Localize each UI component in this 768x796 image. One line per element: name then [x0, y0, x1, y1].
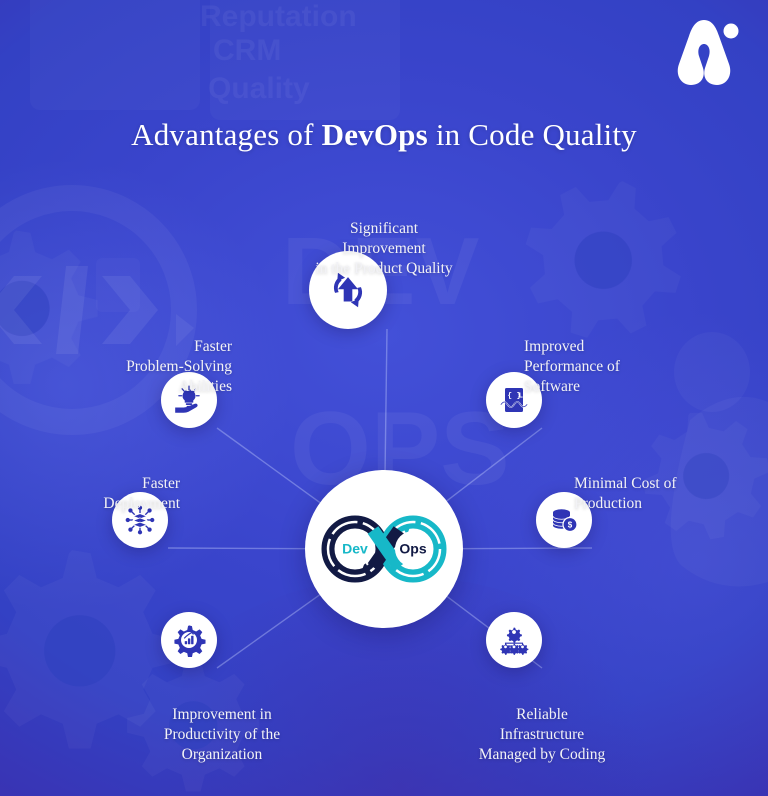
svg-text:L: L: [519, 393, 524, 401]
label-line: Improvement: [342, 239, 426, 257]
label-line: Reliable: [516, 706, 568, 723]
devops-infinity-icon: Dev Ops: [321, 515, 447, 583]
label-line: Significant: [349, 220, 419, 237]
ops-label: Ops: [399, 541, 426, 557]
title-strong: DevOps: [321, 117, 428, 152]
label-line: Problem-Solving: [126, 357, 232, 375]
node-deployment-circle: [112, 492, 168, 548]
label-line: in the Product Quality: [315, 259, 453, 277]
node-deployment[interactable]: [112, 492, 168, 548]
devops-center-hub: Dev Ops: [305, 470, 463, 628]
node-cost[interactable]: $: [536, 492, 592, 548]
node-productivity-circle: [161, 612, 217, 668]
page-title: Advantages of DevOps in Code Quality: [0, 116, 768, 153]
gear-bar-chart-icon: [174, 625, 206, 657]
label-line: Productivity of the: [163, 725, 281, 743]
svg-text:$: $: [568, 521, 573, 530]
node-problem-solving-circle: [161, 372, 217, 428]
label-line: Minimal Cost of: [574, 475, 677, 492]
node-infrastructure[interactable]: [486, 612, 542, 668]
label-line: Deployment: [103, 494, 180, 512]
label-line: Performance of: [524, 357, 620, 375]
label-line: Production: [574, 494, 643, 512]
label-line: Infrastructure: [499, 725, 585, 743]
label-line: Software: [524, 377, 580, 395]
network-stack-nodes-icon: [125, 505, 155, 535]
refresh-up-arrow-icon: [333, 272, 363, 308]
coins-dollar-icon: $: [552, 509, 578, 533]
node-infrastructure-circle: [486, 612, 542, 668]
dev-label: Dev: [342, 541, 368, 557]
node-cost-label: Minimal Cost of Production: [574, 474, 764, 514]
node-performance-circle: { } L: [486, 372, 542, 428]
svg-text:{ }: { }: [508, 393, 522, 401]
node-productivity[interactable]: [161, 612, 217, 668]
label-line: Faster: [142, 475, 180, 492]
code-document-waveform-icon: { } L: [500, 388, 528, 412]
node-quality[interactable]: [309, 251, 387, 329]
hand-lightbulb-icon: [175, 385, 200, 413]
connected-gears-icon: [500, 627, 529, 655]
title-prefix: Advantages of: [131, 117, 322, 152]
label-line: Faster: [194, 338, 232, 355]
node-problem-solving[interactable]: [161, 372, 217, 428]
brand-logo-icon: [677, 20, 739, 85]
node-performance[interactable]: { } L: [486, 372, 542, 428]
label-line: Managed by Coding: [478, 745, 606, 763]
label-line: Abilities: [178, 377, 232, 395]
title-suffix: in Code Quality: [427, 117, 637, 152]
node-cost-circle: $: [536, 492, 592, 548]
label-line: Improved: [524, 338, 585, 355]
label-line: Organization: [181, 745, 263, 763]
label-line: Improvement in: [172, 706, 272, 723]
node-quality-circle: [309, 251, 387, 329]
